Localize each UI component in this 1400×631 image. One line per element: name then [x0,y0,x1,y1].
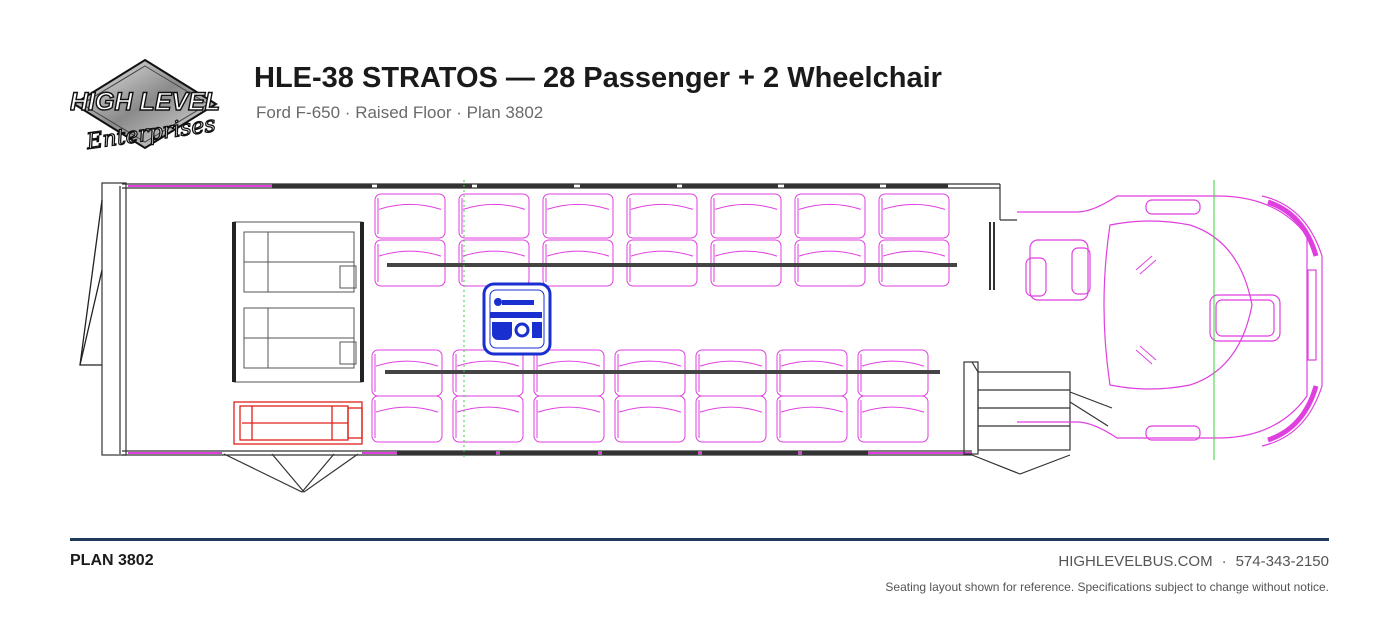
seat-lower-window-7 [857,395,929,443]
seat-upper-window-3 [542,193,614,239]
reference-guides [463,180,1215,460]
aisle-rails [385,263,957,374]
seat-upper-window-5 [710,193,782,239]
bus-floor-plan [72,180,1332,500]
wheelchair-position-upper [232,221,364,383]
logo-line1: HIGH LEVEL [70,88,220,116]
separator: · [1221,553,1227,570]
seat-lower-window-4 [614,395,686,443]
contact-info: HIGHLEVELBUS.COM · 574-343-2150 [1058,553,1329,570]
seat-lower-window-3 [533,395,605,443]
cab-windshield-glare [1135,255,1157,365]
seat-upper-window-2 [458,193,530,239]
company-logo: HIGH LEVEL Enterprises [69,58,221,162]
lift-doors [223,453,359,493]
entry-stairwell [963,361,1113,475]
cab-bumper-highlights [1267,199,1319,443]
seat-lower-window-5 [695,395,767,443]
driver-seat [1025,239,1091,301]
seat-upper-window-7 [878,193,950,239]
wheelchair-lift [233,401,363,445]
rear-door [79,199,103,366]
seat-lower-window-6 [776,395,848,443]
seat-upper-window-1 [374,193,446,239]
seat-group-lower [371,349,929,443]
phone-number[interactable]: 574-343-2150 [1235,553,1329,570]
footer-divider [70,538,1329,541]
wheelchair-symbol-icon [482,282,552,356]
website-link[interactable]: HIGHLEVELBUS.COM [1058,553,1213,570]
plan-label: PLAN 3802 [70,552,154,569]
seat-group-upper [374,193,950,287]
disclaimer-text: Seating layout shown for reference. Spec… [885,580,1329,594]
window-frames [272,184,948,455]
bus-body-outline [101,182,1017,456]
page-subtitle: Ford F-650 · Raised Floor · Plan 3802 [256,103,544,122]
seat-upper-window-4 [626,193,698,239]
driver-barrier [989,222,995,290]
page-title: HLE-38 STRATOS — 28 Passenger + 2 Wheelc… [254,62,942,94]
seat-lower-window-1 [371,395,443,443]
seat-lower-window-2 [452,395,524,443]
seat-upper-window-6 [794,193,866,239]
